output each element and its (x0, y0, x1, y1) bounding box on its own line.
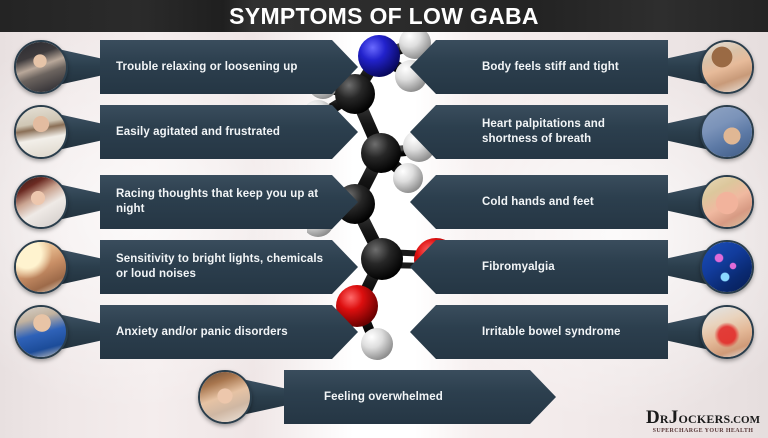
symptom-panel[interactable]: Racing thoughts that keep you up at nigh… (100, 175, 358, 229)
header-bar: SYMPTOMS OF LOW GABA (0, 0, 768, 32)
symptom-row-bottom[interactable]: Feeling overwhelmed (196, 370, 556, 424)
nitrogen-atom (358, 35, 400, 77)
symptom-panel[interactable]: Body feels stiff and tight (410, 40, 668, 94)
symptom-label: Heart palpitations and shortness of brea… (482, 118, 605, 145)
logo-r: R (659, 412, 669, 426)
hydrogen-atom (361, 328, 393, 360)
symptom-photo-woman-with-neck-pain (700, 40, 754, 94)
symptom-label: Sensitivity to bright lights, chemicals … (116, 253, 324, 280)
symptom-row-right-2[interactable]: Heart palpitations and shortness of brea… (410, 105, 760, 159)
symptom-photo-woman-covering-face-anxious (14, 305, 68, 359)
symptom-panel[interactable]: Trouble relaxing or loosening up (100, 40, 358, 94)
symptom-row-left-2[interactable]: Easily agitated and frustrated (8, 105, 358, 159)
logo-j: J (668, 407, 679, 428)
symptom-label: Body feels stiff and tight (482, 60, 619, 73)
brand-logo[interactable]: DRJOCKERS.COM SUPERCHARGE YOUR HEALTH (646, 408, 760, 434)
symptom-panel[interactable]: Sensitivity to bright lights, chemicals … (100, 240, 358, 294)
carbon-atom (361, 238, 403, 280)
symptom-row-left-5[interactable]: Anxiety and/or panic disorders (8, 305, 358, 359)
symptom-row-right-1[interactable]: Body feels stiff and tight (410, 40, 760, 94)
symptom-row-left-3[interactable]: Racing thoughts that keep you up at nigh… (8, 175, 358, 229)
symptom-label: Feeling overwhelmed (324, 390, 443, 403)
symptom-panel[interactable]: Feeling overwhelmed (284, 370, 556, 424)
symptom-panel[interactable]: Irritable bowel syndrome (410, 305, 668, 359)
symptom-label: Cold hands and feet (482, 195, 594, 208)
logo-domain: .COM (730, 414, 760, 426)
symptom-panel[interactable]: Heart palpitations and shortness of brea… (410, 105, 668, 159)
symptom-photo-woman-hands-on-head-overwhelmed (198, 370, 252, 424)
carbon-atom (361, 133, 401, 173)
symptom-photo-blue-body-pain-points-diagram (700, 240, 754, 294)
page-title: SYMPTOMS OF LOW GABA (229, 2, 539, 29)
symptom-photo-hands-rubbing-together (700, 175, 754, 229)
logo-ockers: OCKERS (678, 412, 731, 426)
symptom-photo-person-shielding-eyes-from-light (14, 240, 68, 294)
symptom-photo-woman-looking-frustrated (14, 105, 68, 159)
symptom-row-left-4[interactable]: Sensitivity to bright lights, chemicals … (8, 240, 358, 294)
brand-logo-tagline: SUPERCHARGE YOUR HEALTH (652, 428, 754, 434)
logo-d: D (645, 407, 660, 428)
symptom-row-right-3[interactable]: Cold hands and feet (410, 175, 760, 229)
brand-logo-name: DRJOCKERS.COM (646, 408, 760, 427)
symptom-photo-person-clutching-chest (700, 105, 754, 159)
symptom-row-right-4[interactable]: Fibromyalgia (410, 240, 760, 294)
symptom-label: Fibromyalgia (482, 260, 555, 273)
symptom-label: Irritable bowel syndrome (482, 325, 621, 338)
symptom-panel[interactable]: Easily agitated and frustrated (100, 105, 358, 159)
symptom-photo-man-holding-head-stressed (14, 40, 68, 94)
symptom-panel[interactable]: Anxiety and/or panic disorders (100, 305, 358, 359)
symptom-row-left-1[interactable]: Trouble relaxing or loosening up (8, 40, 358, 94)
symptom-label: Trouble relaxing or loosening up (116, 60, 298, 73)
symptom-photo-hands-on-abdomen-pain (700, 305, 754, 359)
symptom-panel[interactable]: Cold hands and feet (410, 175, 668, 229)
symptom-label: Racing thoughts that keep you up at nigh… (116, 188, 319, 215)
symptom-panel[interactable]: Fibromyalgia (410, 240, 668, 294)
symptom-label: Easily agitated and frustrated (116, 125, 281, 138)
symptom-label: Anxiety and/or panic disorders (116, 325, 288, 338)
symptom-photo-woman-awake-in-bed (14, 175, 68, 229)
symptom-row-right-5[interactable]: Irritable bowel syndrome (410, 305, 760, 359)
